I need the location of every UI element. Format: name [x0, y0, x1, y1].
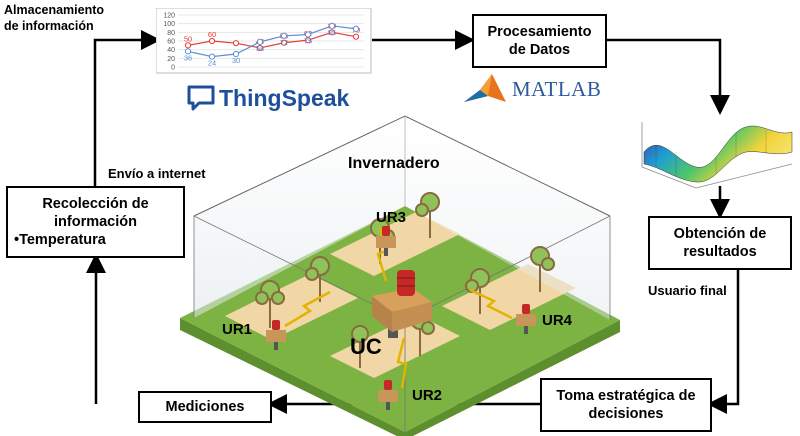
ur2-label: UR2: [412, 387, 442, 404]
collection-box: Recolección de información •Temperatura: [6, 186, 185, 258]
surface-mesh: [643, 125, 793, 183]
arrow-collection-to-storage: [93, 30, 161, 186]
series-2-point: [280, 32, 288, 39]
soil-bed-1: [225, 274, 358, 340]
internet-label: Envío a internet: [108, 166, 206, 181]
matlab-wordmark: MATLAB: [512, 76, 602, 101]
series-2-data-label: 24: [208, 59, 216, 68]
series-2-point: [304, 31, 312, 38]
surface-plot-thumbnail: [641, 122, 793, 189]
ur1-label: UR1: [222, 321, 252, 338]
collection-line1: Recolección de: [42, 195, 149, 212]
series-1-point: [280, 39, 288, 46]
remote-unit-2: [378, 380, 398, 410]
series-1-point: [184, 42, 192, 49]
decisions-box: Toma estratégica de decisiones: [540, 378, 712, 432]
greenhouse-label: Invernadero: [348, 155, 440, 172]
series-2-data-label: 30: [232, 56, 240, 65]
uc-label: UC: [350, 334, 382, 359]
thingspeak-logo: ThingSpeak: [186, 84, 349, 112]
membrane-icon: [464, 74, 506, 102]
processing-line1: Procesamiento: [487, 23, 592, 40]
results-box: Obtención de resultados: [648, 216, 792, 270]
series-2-point: [232, 50, 240, 58]
series-2-data-label: 36: [184, 53, 192, 62]
series-1-data-label: 50: [184, 34, 192, 43]
end-user-label: Usuario final: [648, 283, 727, 298]
matlab-logo: MATLAB: [462, 72, 601, 106]
series-1-data-label: 60: [208, 30, 216, 39]
series-2-data-label: 95: [328, 28, 336, 37]
chat-bubble-icon: [187, 85, 215, 111]
results-line1: Obtención de: [673, 225, 767, 242]
greenhouse-illustration: Invernadero UR1 UR2 UR3 UR4 UC: [180, 115, 620, 436]
arrow-processing-to-surface: [605, 38, 730, 115]
series-2-point: [208, 53, 216, 60]
y-tick-label: 20: [167, 56, 175, 63]
ur3-label: UR3: [376, 209, 406, 226]
series-1-point: [208, 37, 216, 45]
series-1-point: [328, 29, 336, 36]
thingspeak-wordmark: ThingSpeak: [219, 84, 350, 111]
y-tick-label: 120: [163, 13, 175, 20]
series-1-point: [256, 44, 264, 52]
storage-label: Almacenamiento de información: [4, 2, 104, 34]
decisions-line2: decisiones: [588, 406, 664, 422]
storage-label-line1: Almacenamiento: [4, 3, 105, 17]
measurements-box: Mediciones: [138, 391, 272, 423]
surface-axes: [641, 122, 793, 189]
chart-series: 5060445662807036243058727595: [184, 21, 360, 67]
y-tick-label: 100: [163, 21, 175, 28]
glass-back-right: [405, 116, 610, 320]
collection-bullet: •Temperatura: [14, 232, 106, 249]
results-line2: resultados: [683, 244, 757, 260]
glass-back-left: [194, 116, 405, 318]
series-2-data-label: 75: [304, 37, 312, 46]
decisions-line1: Toma estratégica de: [556, 387, 696, 404]
processing-box: Procesamiento de Datos: [472, 14, 607, 68]
central-unit: [372, 270, 432, 338]
collection-line2: información: [54, 213, 137, 230]
series-2-point: [328, 22, 336, 29]
y-tick-label: 40: [167, 47, 175, 54]
series-1-point: [232, 40, 240, 47]
ur4-label: UR4: [542, 312, 573, 329]
series-2-data-label: 58: [256, 44, 264, 53]
series-2-point: [184, 48, 192, 55]
y-tick-label: 0: [171, 65, 175, 72]
remote-unit-4: [516, 304, 536, 334]
storage-label-line2: de información: [4, 19, 94, 33]
series-2-point: [352, 25, 360, 32]
series-line-1: [187, 31, 357, 49]
series-2-data-label: 72: [280, 38, 288, 47]
remote-unit-1: [266, 320, 286, 350]
series-1-point: [352, 33, 360, 40]
processing-line2: de Datos: [508, 42, 571, 58]
y-tick-label: 80: [167, 30, 175, 37]
series-line-2: [187, 25, 357, 58]
measurements-label: Mediciones: [165, 398, 245, 415]
series-2-point: [256, 38, 264, 45]
arrow-results-to-decisions: [707, 268, 740, 414]
remote-unit-3: [376, 226, 396, 256]
y-tick-label: 60: [167, 39, 175, 46]
